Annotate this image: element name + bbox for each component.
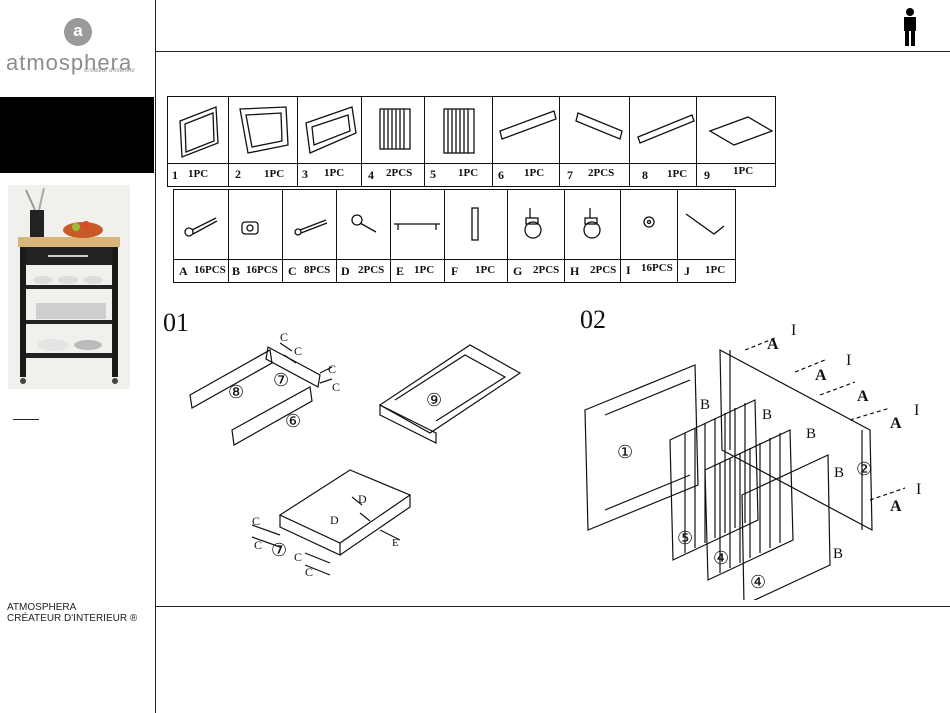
step2-label-4a: ④ (713, 548, 729, 569)
step1-label-9: ⑨ (426, 390, 442, 411)
step2-bolt-a2: A (815, 367, 827, 385)
part-id-2: 2 (235, 167, 241, 182)
step1-label-8: ⑧ (228, 382, 244, 403)
part-id-H: H (570, 264, 579, 279)
part-id-3: 3 (302, 167, 308, 182)
step2-bolt-a1: A (767, 336, 779, 354)
part-id-C: C (288, 264, 297, 279)
step1-screw-c2: C (294, 344, 302, 359)
part-qty-7: 2PCS (588, 167, 614, 179)
step1-screw-c6: C (254, 538, 262, 553)
part-qty-1: 1PC (188, 168, 208, 180)
brand-subtitle: CRÉATEUR D'INTERIEUR ® (7, 613, 137, 624)
part-qty-B: 16PCS (246, 264, 278, 276)
step1-label-7: ⑦ (273, 370, 289, 391)
step1-screw-d2: D (330, 513, 339, 528)
step1-label-7b: ⑦ (271, 540, 287, 561)
step2-label-5: ⑤ (677, 528, 693, 549)
step1-screw-c1: C (280, 330, 288, 345)
part-qty-I: 16PCS (641, 262, 673, 274)
part-id-7: 7 (567, 168, 573, 183)
step2-label-4b: ④ (750, 572, 766, 593)
step2-nut-b5: B (833, 546, 843, 563)
person-icon (902, 8, 918, 46)
part-id-E: E (396, 264, 404, 279)
parts-row2-drawings (174, 190, 735, 259)
part-qty-J: 1PC (705, 264, 725, 276)
part-id-G: G (513, 264, 522, 279)
part-qty-F: 1PC (475, 264, 495, 276)
step2-washer-i1: I (791, 322, 796, 340)
part-qty-D: 2PCS (358, 264, 384, 276)
sidebar: a atmosphera Créateur d'intérieur A (0, 0, 156, 713)
divider (13, 419, 39, 420)
part-id-6: 6 (498, 168, 504, 183)
part-id-4: 4 (368, 168, 374, 183)
footer-divider (155, 606, 950, 607)
part-id-1: 1 (172, 168, 178, 183)
step1-screw-c8: C (305, 565, 313, 580)
part-qty-A: 16PCS (194, 264, 226, 276)
step2-nut-b4: B (834, 465, 844, 482)
logo-tagline: Créateur d'intérieur (84, 68, 135, 74)
part-qty-8: 1PC (667, 168, 687, 180)
part-qty-5: 1PC (458, 167, 478, 179)
parts-table-panels: 1 1PC 2 1PC 3 1PC 4 2PCS 5 1PC 6 1PC 7 2… (167, 96, 776, 187)
step1-screw-d1: D (358, 492, 367, 507)
step2-nut-b2: B (762, 407, 772, 424)
part-qty-G: 2PCS (533, 264, 559, 276)
part-id-I: I (626, 263, 631, 278)
step1-screw-c7: C (294, 550, 302, 565)
header-divider (155, 51, 950, 52)
step2-label-1: ① (617, 442, 633, 463)
part-id-9: 9 (704, 168, 710, 183)
step1-screw-c5: C (252, 514, 260, 529)
logo-circle-icon: a (64, 18, 92, 46)
parts-table-hardware: A 16PCS B 16PCS C 8PCS D 2PCS E 1PC F 1P… (173, 189, 736, 283)
part-qty-9: 1PC (733, 165, 753, 177)
part-qty-6: 1PC (524, 167, 544, 179)
title-block (0, 97, 154, 173)
parts-row1-drawings (168, 97, 775, 163)
step2-nut-b3: B (806, 426, 816, 443)
step1-diagram (180, 325, 540, 585)
step2-bolt-a5: A (890, 498, 902, 516)
step1-screw-c4: C (332, 380, 340, 395)
product-photo (8, 185, 130, 389)
part-id-D: D (341, 264, 350, 279)
part-id-A: A (179, 264, 188, 279)
step2-diagram (580, 320, 940, 600)
brand-name: ATMOSPHERA (7, 603, 76, 613)
step1-screw-c3: C (328, 362, 336, 377)
part-id-8: 8 (642, 168, 648, 183)
step2-bolt-a4: A (890, 415, 902, 433)
part-id-J: J (684, 264, 690, 279)
step1-handle-e: E (392, 537, 399, 549)
part-id-B: B (232, 264, 240, 279)
step2-washer-i5: I (916, 481, 921, 499)
step2-washer-i4: I (914, 402, 919, 420)
part-id-F: F (451, 264, 458, 279)
step2-washer-i2: I (846, 352, 851, 370)
part-qty-C: 8PCS (304, 264, 330, 276)
part-qty-2: 1PC (264, 168, 284, 180)
part-qty-H: 2PCS (590, 264, 616, 276)
step2-label-2: ② (856, 459, 872, 480)
part-id-5: 5 (430, 167, 436, 182)
step2-nut-b1: B (700, 397, 710, 414)
step1-label-6: ⑥ (285, 411, 301, 432)
part-qty-3: 1PC (324, 167, 344, 179)
part-qty-E: 1PC (414, 264, 434, 276)
part-qty-4: 2PCS (386, 167, 412, 179)
step2-bolt-a3: A (857, 388, 869, 406)
